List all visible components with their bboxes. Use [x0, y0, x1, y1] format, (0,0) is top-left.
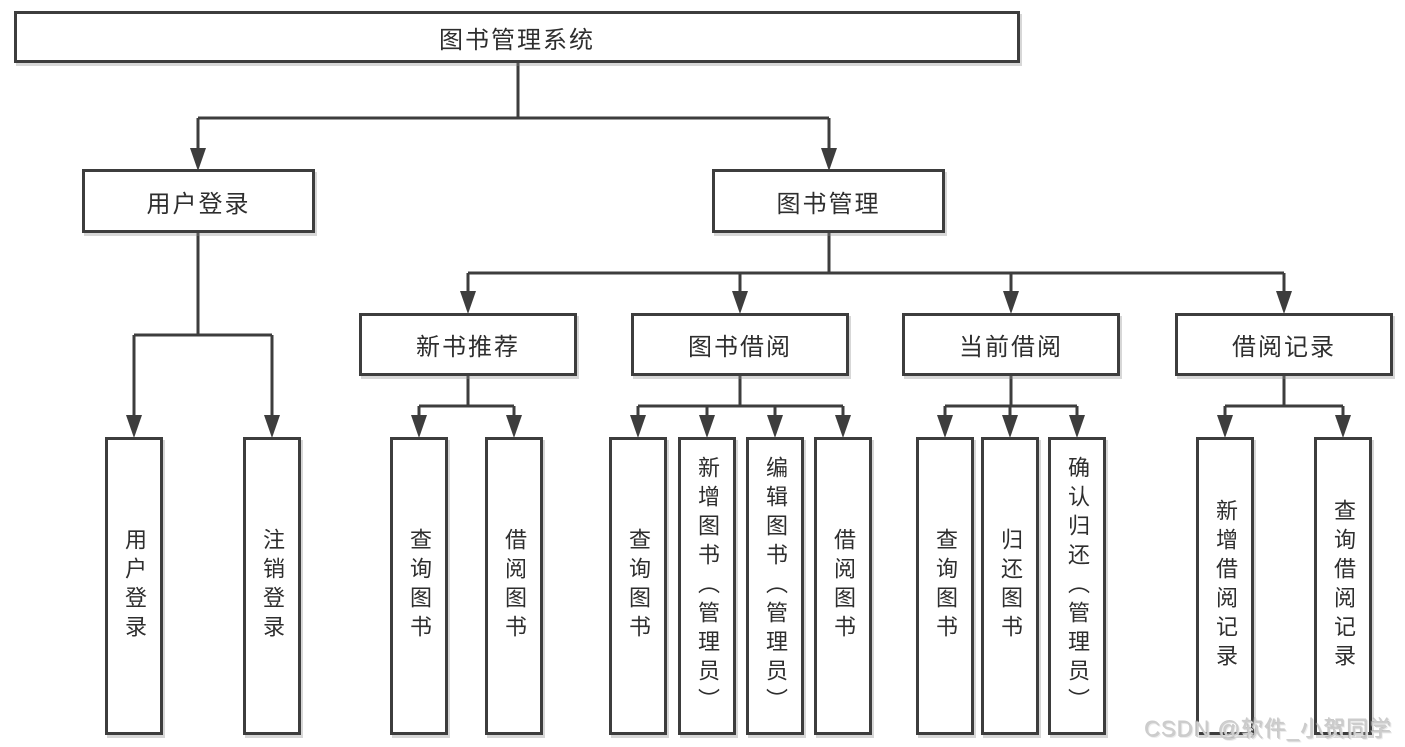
connector-borrowing-records [1223, 376, 1345, 418]
leaf-query-books-borrowing: 查询图书 [609, 437, 667, 735]
node-borrowing-records: 借阅记录 [1175, 313, 1393, 376]
leaf-logout-login: 注销登录 [243, 437, 301, 735]
leaf-add-books-admin: 新增图书（管理员） [678, 437, 736, 735]
node-label: 图书管理 [776, 190, 881, 218]
node-book-borrowing: 图书借阅 [631, 313, 849, 376]
node-label: 归还图书 [998, 528, 1023, 644]
node-book-management: 图书管理 [712, 169, 945, 233]
connector-current-borrowing [943, 376, 1079, 418]
leaf-add-borrow-record: 新增借阅记录 [1196, 437, 1254, 735]
node-label: 新增借阅记录 [1213, 499, 1238, 673]
leaf-query-books-recommend: 查询图书 [390, 437, 448, 735]
node-new-book-recommend: 新书推荐 [359, 313, 577, 376]
connector-book-borrowing [636, 376, 845, 418]
node-label: 注销登录 [260, 528, 285, 644]
leaf-query-borrow-record: 查询借阅记录 [1314, 437, 1372, 735]
node-current-borrowing: 当前借阅 [902, 313, 1120, 376]
node-label: 借阅图书 [831, 528, 856, 644]
node-label: 用户登录 [146, 190, 251, 218]
node-label: 当前借阅 [959, 334, 1063, 361]
node-label: 新增图书（管理员） [695, 455, 720, 717]
connector-book-management [466, 233, 1286, 294]
node-label: 借阅图书 [502, 528, 527, 644]
node-library-management-system: 图书管理系统 [14, 11, 1020, 63]
node-label: 图书管理系统 [439, 26, 595, 54]
leaf-return-books: 归还图书 [981, 437, 1039, 735]
node-label: 查询图书 [933, 528, 958, 644]
csdn-watermark: CSDN @软件_小贺同学 [1144, 717, 1393, 742]
connector-root [196, 63, 831, 150]
leaf-query-books-current: 查询图书 [916, 437, 974, 735]
leaf-edit-books-admin: 编辑图书（管理员） [746, 437, 804, 735]
connector-new-book-recommend [417, 376, 516, 418]
leaf-user-login: 用户登录 [105, 437, 163, 735]
node-label: 新书推荐 [416, 334, 520, 361]
node-label: 借阅记录 [1232, 334, 1336, 361]
connector-user-login [132, 233, 274, 417]
leaf-borrow-books-recommend: 借阅图书 [485, 437, 543, 735]
node-user-login: 用户登录 [82, 169, 315, 233]
leaf-borrow-books-borrowing: 借阅图书 [814, 437, 872, 735]
node-label: 编辑图书（管理员） [763, 455, 788, 717]
leaf-confirm-return-admin: 确认归还（管理员） [1048, 437, 1106, 735]
node-label: 用户登录 [122, 528, 147, 644]
node-label: 查询图书 [407, 528, 432, 644]
node-label: 查询借阅记录 [1331, 499, 1356, 673]
node-label: 查询图书 [626, 528, 651, 644]
node-label: 确认归还（管理员） [1065, 455, 1090, 717]
arrowheads [126, 148, 1351, 438]
node-label: 图书借阅 [688, 334, 792, 361]
